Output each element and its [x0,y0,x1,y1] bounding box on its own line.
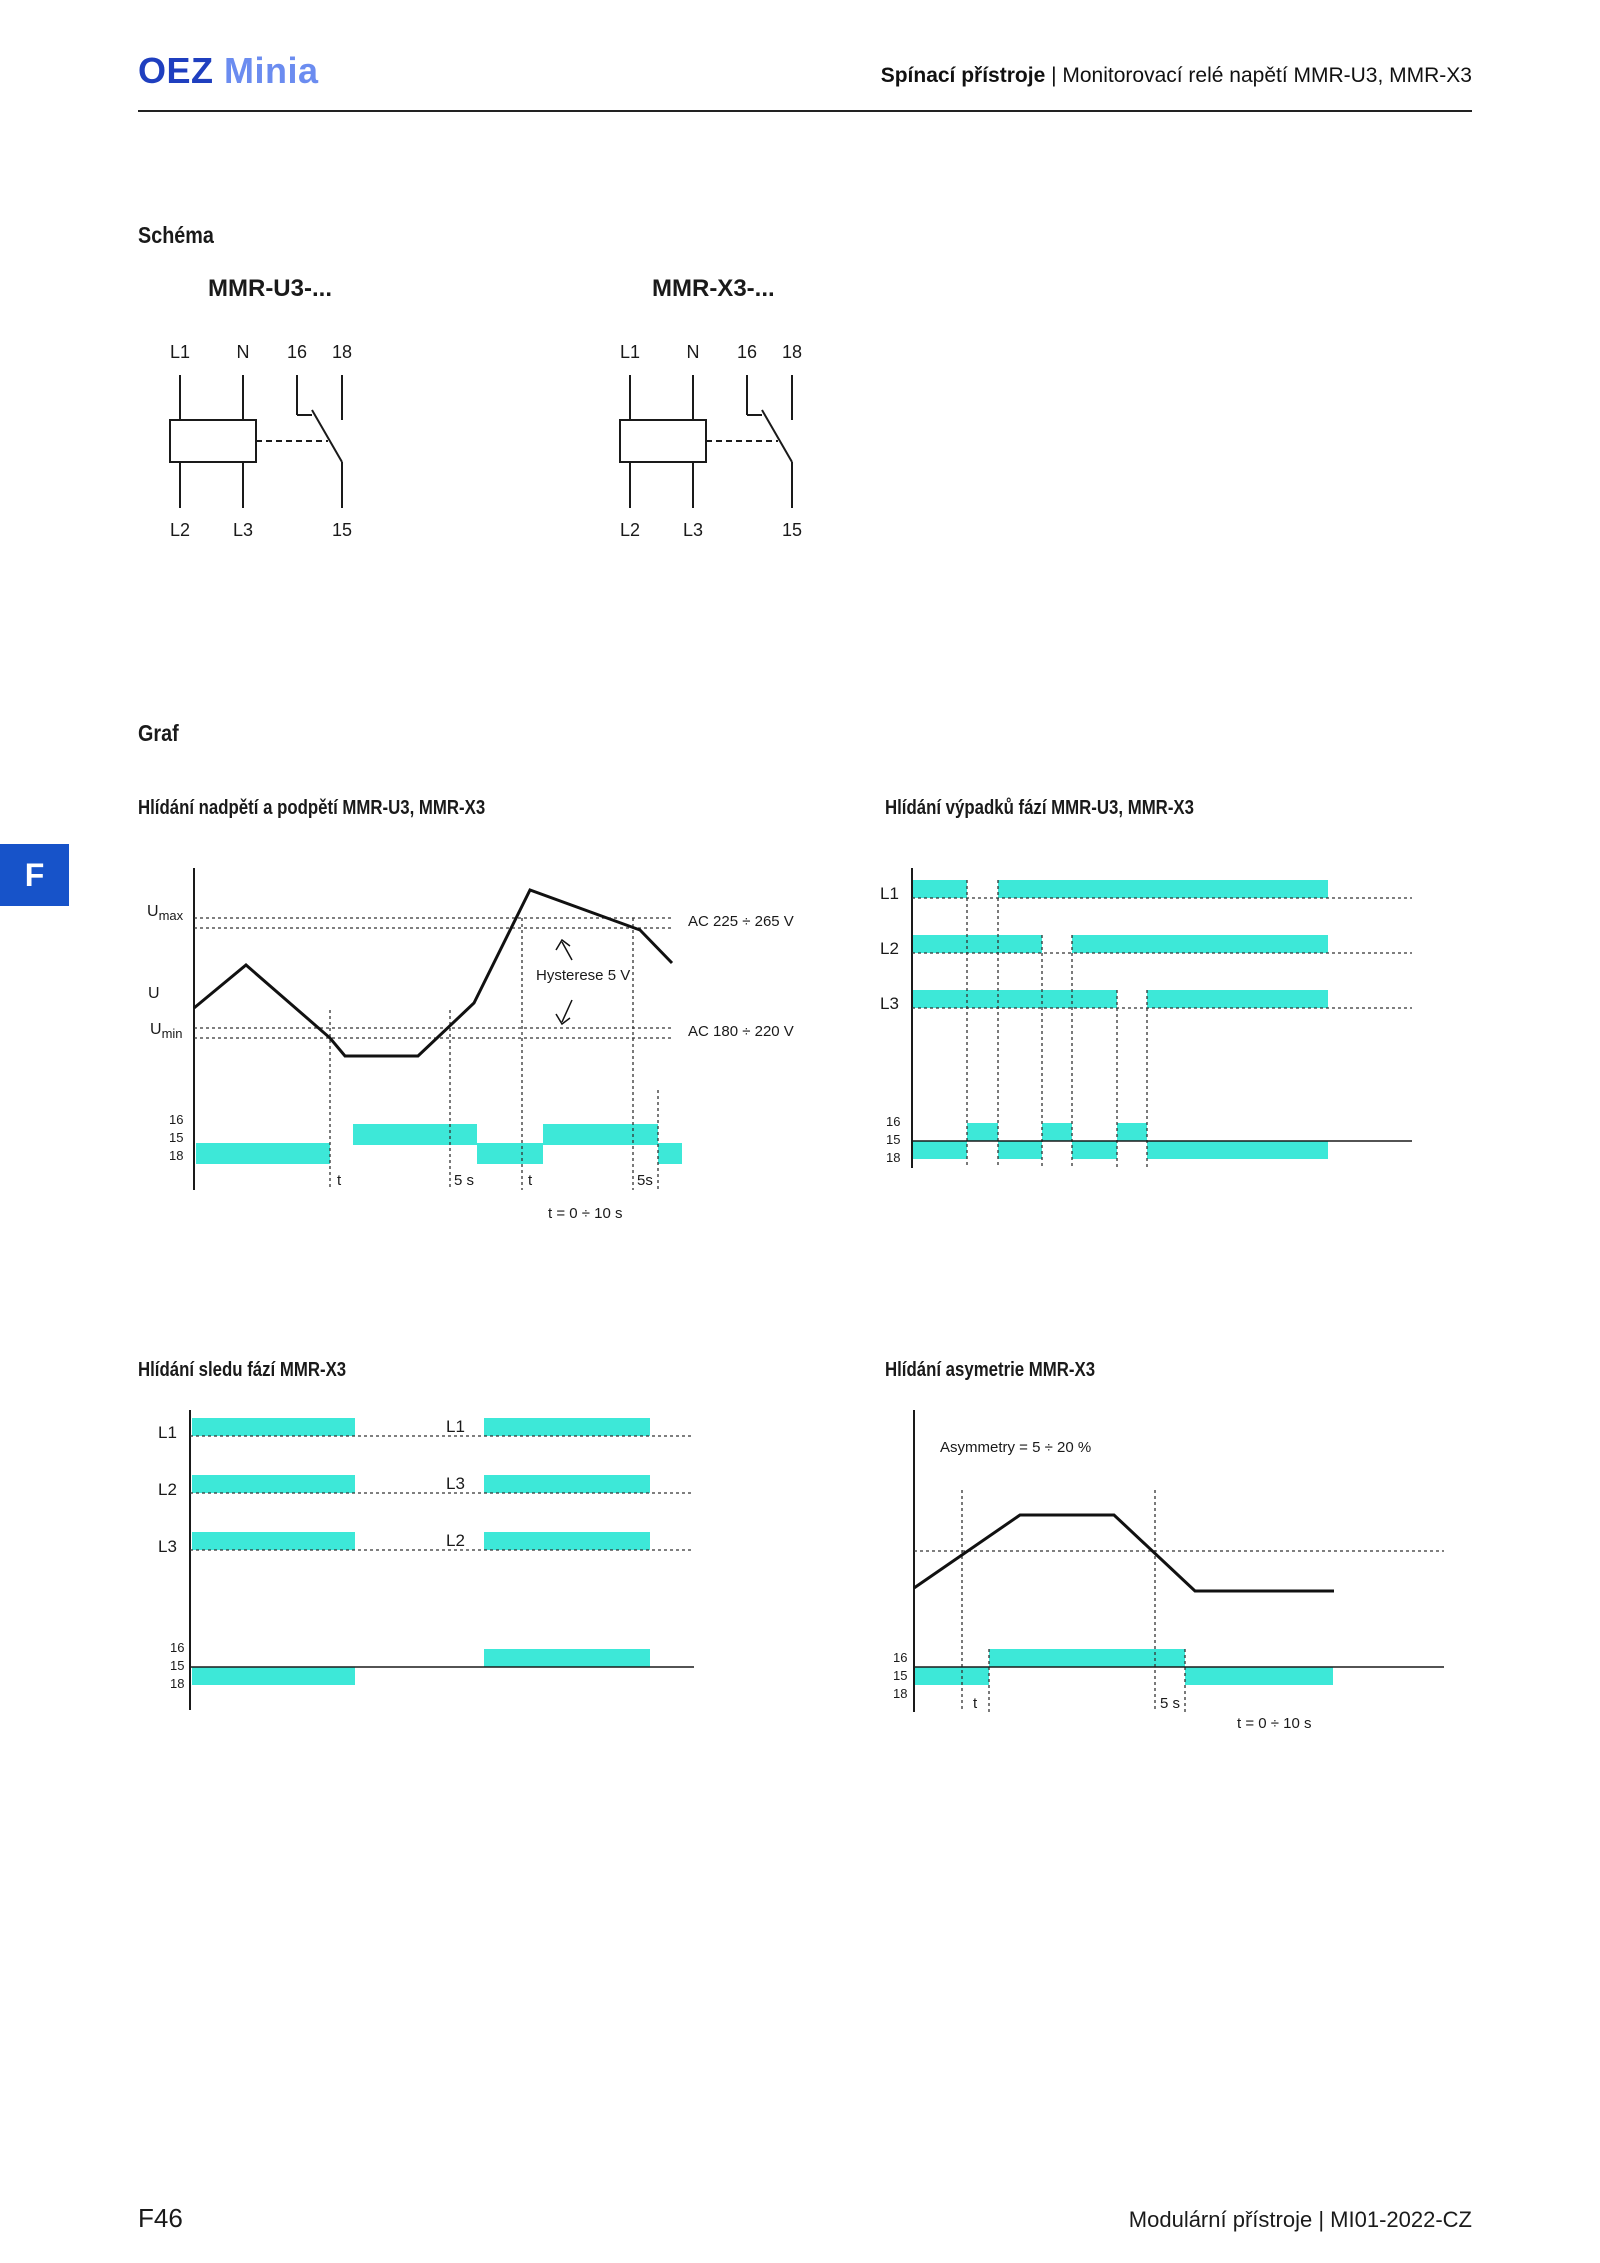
brand-logo: OEZ Minia [138,50,319,92]
chart3-right-l3: L3 [446,1474,465,1493]
chart1-contact-16: 16 [169,1112,183,1127]
chart2-phase-l3: L3 [880,994,899,1013]
chart3: L1 L2 L3 L1 L3 L2 16 15 18 [158,1410,694,1710]
chart1: Umax U Umin AC 225 ÷ 265 V AC 180 ÷ 220 … [147,868,794,1222]
brand-secondary: Minia [224,50,319,91]
chart1-umin-label: Umin [150,1021,183,1041]
chart3-contact-18: 18 [170,1676,184,1691]
schema-left-bottom-15: 15 [332,520,352,540]
graf-section-title: Graf [138,720,179,746]
chart3-left-l3: L3 [158,1537,177,1556]
header-document-title: Monitorovací relé napětí MMR-U3, MMR-X3 [1062,64,1472,87]
schema-right-circuit [619,375,793,508]
chart2-contact-18: 18 [886,1150,900,1165]
side-tab: F [0,844,69,906]
chart4-asymmetry-label: Asymmetry = 5 ÷ 20 % [940,1439,1091,1456]
chart1-t-marker-2: t [528,1172,533,1189]
chart1-umax-label: Umax [147,903,184,923]
chart1-contact-15: 15 [169,1130,183,1145]
footer-catalog-code: MI01-2022-CZ [1330,2207,1472,2232]
schema-right-top-n: N [687,342,700,362]
chart1-band-4 [543,1124,658,1145]
chart4-5s-marker: 5 s [1160,1695,1180,1712]
schema-left-circuit [169,375,343,508]
chart4-contact-15: 15 [893,1668,907,1683]
footer-catalog-name: Modulární přístroje [1128,2207,1313,2232]
chart1-range-min: AC 180 ÷ 220 V [688,1023,794,1040]
chart1-5s-marker-2: 5s [637,1172,653,1189]
header-title: Spínací přístroje | Monitorovací relé na… [880,64,1472,87]
chart1-band-3 [477,1143,543,1164]
chart2-phase-l1: L1 [880,884,899,903]
chart2-contact-15: 15 [886,1132,900,1147]
chart4: Asymmetry = 5 ÷ 20 % 16 15 18 t 5 s t = … [893,1410,1444,1732]
chart1-t-range: t = 0 ÷ 10 s [548,1205,623,1222]
chart4-title: Hlídání asymetrie MMR-X3 [885,1359,1096,1381]
chart4-asymmetry-curve [913,1513,1334,1593]
chart3-contact-15: 15 [170,1658,184,1673]
chart1-band-2 [353,1124,477,1145]
schema-left-top-n: N [237,342,250,362]
schema-left-bottom-l2: L2 [170,520,190,540]
header-rule [138,110,1472,112]
chart3-left-l1: L1 [158,1423,177,1442]
chart1-band-1 [196,1143,330,1164]
schema-left-bottom-l3: L3 [233,520,253,540]
chart2-contact-16: 16 [886,1114,900,1129]
chart3-left-l2: L2 [158,1480,177,1499]
chart1-t-marker: t [337,1172,342,1189]
chart2-phase-l2: L2 [880,939,899,958]
chart3-title: Hlídání sledu fází MMR-X3 [138,1359,347,1381]
chart4-contact-18: 18 [893,1686,907,1701]
schema-left-top-l1: L1 [170,342,190,362]
schema-right-top-l1: L1 [620,342,640,362]
chart1-u-label: U [148,985,160,1002]
brand-primary: OEZ [138,50,214,91]
schema-section-title: Schéma [138,222,214,248]
header-category: Spínací přístroje [880,64,1046,87]
schema-model-left: MMR-U3-... [208,275,332,302]
schema-model-right: MMR-X3-... [652,275,775,302]
schema-right-top-16: 16 [737,342,757,362]
chart3-right-l1: L1 [446,1417,465,1436]
schema-diagrams: MMR-U3-... L1 N 16 18 L2 L3 15 MMR-X3-..… [169,275,802,540]
chart4-t-range: t = 0 ÷ 10 s [1237,1715,1312,1732]
chart1-hysteresis: Hysterese 5 V [536,967,630,984]
chart1-5s-marker: 5 s [454,1172,474,1189]
schema-right-bottom-l3: L3 [683,520,703,540]
chart1-band-5 [658,1143,682,1164]
chart2: L1 L2 L3 16 15 18 [880,868,1412,1168]
chart2-title: Hlídání výpadků fází MMR-U3, MMR-X3 [885,797,1194,819]
chart1-range-max: AC 225 ÷ 265 V [688,913,794,930]
schema-right-bottom-l2: L2 [620,520,640,540]
chart1-voltage-curve [193,888,674,1058]
chart1-contact-18: 18 [169,1148,183,1163]
chart4-contact-16: 16 [893,1650,907,1665]
schema-left-top-16: 16 [287,342,307,362]
chart3-right-l2: L2 [446,1531,465,1550]
page-number: F46 [138,2203,183,2233]
schema-right-top-18: 18 [782,342,802,362]
schema-left-top-18: 18 [332,342,352,362]
chart3-contact-16: 16 [170,1640,184,1655]
schema-right-bottom-15: 15 [782,520,802,540]
chart4-t-marker: t [973,1695,978,1712]
footer-catalog: Modulární přístroje | MI01-2022-CZ [1128,2207,1472,2232]
chart1-title: Hlídání nadpětí a podpětí MMR-U3, MMR-X3 [138,797,486,819]
